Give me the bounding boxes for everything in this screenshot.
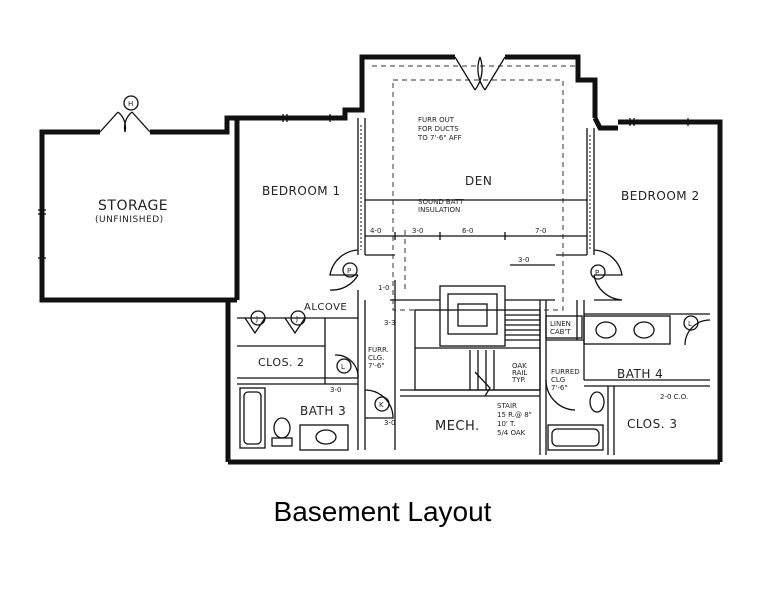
windows: [38, 114, 689, 259]
dim-3-0-c: 3-0: [330, 386, 341, 394]
tag-l2: L: [688, 320, 692, 328]
tag-h: H: [128, 100, 133, 108]
tag-p2-circle: [590, 264, 606, 280]
stair-note-2: 15 R.@ 8": [497, 411, 532, 419]
clos2-label: CLOS. 2: [258, 356, 305, 369]
dim-3-0-a: 3-0: [412, 227, 423, 235]
stair-note-1: STAIR: [497, 402, 517, 410]
tag-l2-circle: [683, 315, 699, 331]
basement-floor-plan: STORAGE (UNFINISHED) BEDROOM 1 DEN BEDRO…: [38, 54, 723, 465]
linen-note-2: CAB'T: [550, 328, 571, 336]
dim-3-0-d: 3-0: [384, 419, 395, 427]
dim-3-3: 3-3: [384, 319, 395, 327]
dim-6-0: 6-0: [462, 227, 473, 235]
tag-p2: P: [595, 269, 599, 277]
tag-h-circle: [123, 95, 139, 111]
alcove-label: ALCOVE: [304, 302, 347, 313]
cased-opening-note: 2-0 C.O.: [660, 393, 688, 401]
bath4-label: BATH 4: [617, 367, 663, 381]
furr-out-note-3: TO 7'-6" AFF: [417, 134, 462, 142]
tag-p1-circle: [342, 262, 358, 278]
dim-7-0: 7-0: [535, 227, 546, 235]
storage-label: STORAGE: [98, 198, 168, 214]
den-label: DEN: [465, 174, 492, 188]
mech-label: MECH.: [435, 419, 480, 434]
clos3-label: CLOS. 3: [627, 417, 677, 431]
tag-j2: J: [295, 315, 298, 323]
tag-j2-circle: [290, 310, 306, 326]
dimension-lines: [365, 199, 587, 450]
oak-rail-note-3: TYP.: [511, 376, 526, 384]
dim-4-0: 4-0: [370, 227, 381, 235]
tag-p1: P: [347, 267, 351, 275]
oak-rail-note-2: RAIL: [512, 369, 527, 377]
furred-clg-note-2: CLG: [551, 376, 565, 384]
storage-note: (UNFINISHED): [95, 215, 164, 225]
sound-batt-note-2: INSULATION: [418, 206, 460, 214]
stair-note-3: 10' T.: [497, 420, 516, 428]
tag-l1-circle: [336, 358, 352, 374]
dim-1-0: 1-0: [378, 284, 389, 292]
furred-clg-note-1: FURRED: [551, 368, 580, 376]
exterior-walls: [39, 54, 723, 465]
furring-outline: [372, 65, 578, 311]
furr-out-note-2: FOR DUCTS: [418, 125, 459, 133]
furred-clg-note-3: 7'-6": [551, 384, 568, 392]
tag-j1-circle: [250, 310, 266, 326]
plumbing-fixtures: [239, 315, 671, 451]
furr-out-note-1: FURR OUT: [418, 116, 455, 124]
bath3-label: BATH 3: [300, 404, 346, 418]
bedroom2-label: BEDROOM 2: [621, 189, 700, 203]
furr-clg-note-2: CLG.: [368, 354, 384, 362]
stair: [414, 285, 541, 397]
sound-insulation: [360, 125, 591, 250]
tag-k-circle: [374, 396, 390, 412]
stair-note-4: 5/4 OAK: [497, 429, 526, 437]
sound-batt-note-1: SOUND BATT: [418, 198, 464, 206]
doors: [99, 56, 711, 419]
tag-l1: L: [341, 363, 345, 371]
dim-3-0-b: 3-0: [518, 256, 529, 264]
tag-k: K: [379, 401, 384, 409]
furr-clg-note-1: FURR.: [368, 346, 389, 354]
tag-j1: J: [255, 315, 258, 323]
furr-clg-note-3: 7'-6": [368, 362, 385, 370]
door-tags: H J J P P L L K: [123, 95, 699, 412]
page-caption: Basement Layout: [273, 496, 492, 527]
bedroom1-label: BEDROOM 1: [262, 184, 341, 198]
oak-rail-note-1: OAK: [512, 362, 527, 370]
linen-note-1: LINEN: [550, 320, 571, 328]
